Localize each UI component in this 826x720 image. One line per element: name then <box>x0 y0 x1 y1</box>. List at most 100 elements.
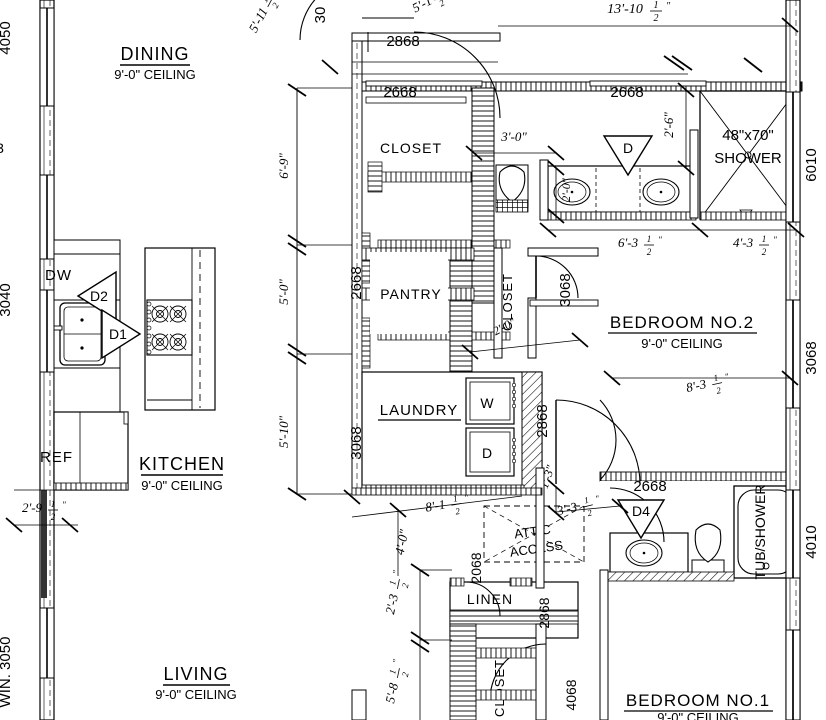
room-label-pantry: PANTRY <box>380 286 442 302</box>
svg-text:2: 2 <box>715 385 722 396</box>
door-tag-30-partial: 30 <box>312 7 329 24</box>
dim-5-0: 5'-0" <box>276 279 291 305</box>
dimension-text-group: 5'-11 1 2 " 5'-1 1 2 " 13'-10 1 2 " 6'-9… <box>22 0 777 704</box>
door-tag-2068-linen: 2068 <box>468 552 484 583</box>
exterior-wall-right <box>785 0 801 720</box>
svg-text:8'-3: 8'-3 <box>685 376 708 395</box>
svg-text:1: 1 <box>387 669 398 675</box>
door-tag-2668-pantry: 2668 <box>348 266 365 299</box>
room-ceiling-living: 9'-0" CEILING <box>155 687 237 702</box>
dim-6-3-half: 6'-3 1 2 " <box>618 234 662 257</box>
svg-text:": " <box>773 235 777 245</box>
wall-hatch-extras <box>351 399 641 720</box>
room-laundry <box>361 371 543 495</box>
dim-3-0-toilet: 3'-0" <box>500 129 527 144</box>
svg-text:1: 1 <box>51 499 56 509</box>
room-ceiling-dining: 9'-0" CEILING <box>114 67 196 82</box>
room-closet-bottom <box>449 623 547 720</box>
hall-bath <box>599 481 800 582</box>
door-tag-2868-laundry: 2868 <box>534 404 551 437</box>
door-tag-2668-right: 2668 <box>610 84 643 101</box>
exterior-wall-left <box>39 0 55 720</box>
window-tag-6010: 6010 <box>803 148 820 181</box>
svg-text:5'-8: 5'-8 <box>382 681 401 704</box>
dim-13-10-half: 13'-10 1 2 " <box>607 0 671 24</box>
svg-text:8'-1: 8'-1 <box>424 496 446 514</box>
svg-text:1: 1 <box>387 580 398 586</box>
door-tag-4068-closet: 4068 <box>563 679 579 710</box>
door-marker-d4-label: D4 <box>632 503 650 519</box>
window-tag-4050: 4050 <box>0 21 14 54</box>
room-closet-mid <box>493 247 599 359</box>
room-label-laundry: LAUNDRY <box>380 402 458 419</box>
window-tag-3040: 3040 <box>0 283 14 316</box>
dim-4-3-half: 4'-3 1 2 " <box>733 234 777 257</box>
window-tag-3068-right: 3068 <box>803 341 820 374</box>
svg-text:1: 1 <box>762 234 767 244</box>
room-label-closet-top: CLOSET <box>380 140 442 156</box>
svg-text:": " <box>658 235 662 245</box>
dim-5-8-half: 5'-8 1 2 " <box>382 658 411 704</box>
shower-label: SHOWER <box>714 150 782 167</box>
dim-5-10: 5'-10" <box>276 415 291 448</box>
svg-text:1: 1 <box>259 0 270 4</box>
svg-text:2: 2 <box>647 247 652 257</box>
dishwasher-label: DW <box>45 267 72 284</box>
shower-size-label: 48"x70" <box>722 127 774 144</box>
dim-4-0: 4'-0" <box>392 527 412 556</box>
svg-text:2'-9: 2'-9 <box>22 500 43 515</box>
svg-text:2: 2 <box>400 582 411 589</box>
dim-2-9-half: 2'-9 1 2 " <box>22 499 66 522</box>
attic-access <box>483 505 585 563</box>
washer-label: W <box>480 395 494 411</box>
svg-text:": " <box>390 569 401 575</box>
dimension-lines <box>5 17 805 720</box>
room-closet-top <box>365 96 467 104</box>
room-label-bedroom-1: BEDROOM NO.1 <box>626 691 770 710</box>
door-tag-2868-linen: 2868 <box>536 597 552 628</box>
door-marker-d1: D1 <box>101 308 142 360</box>
svg-text:": " <box>666 1 671 12</box>
room-ceiling-kitchen: 9'-0" CEILING <box>141 478 223 493</box>
room-ceiling-bedroom-2: 9'-0" CEILING <box>641 336 723 351</box>
door-marker-d2: D2 <box>76 270 117 322</box>
kitchen-island-range <box>144 247 216 411</box>
svg-text:2: 2 <box>270 1 281 10</box>
svg-text:2: 2 <box>586 507 593 518</box>
door-tag-2868-top: 2868 <box>386 33 419 50</box>
door-swings-top <box>299 0 501 119</box>
room-label-kitchen: KITCHEN <box>139 454 225 474</box>
refrigerator-label: REF <box>40 449 73 466</box>
svg-text:2'-3: 2'-3 <box>382 592 401 615</box>
room-label-dining: DINING <box>121 44 190 64</box>
svg-text:2: 2 <box>762 247 767 257</box>
room-label-closet-bottom: CLOSET <box>492 659 507 717</box>
door-tag-3068-closet: 3068 <box>557 273 574 306</box>
svg-text:1: 1 <box>713 372 719 383</box>
svg-text:": " <box>390 658 401 664</box>
door-marker-d2-label: D2 <box>90 288 108 304</box>
svg-text:4'-3: 4'-3 <box>733 235 754 250</box>
room-pantry <box>370 252 448 334</box>
room-label-closet-mid: CLOSET <box>500 273 515 331</box>
dim-8-3-half: 8'-3 1 2 " <box>685 371 730 396</box>
door-tag-2668-bed2: 2668 <box>633 478 666 495</box>
svg-text:2: 2 <box>400 671 411 678</box>
svg-text:": " <box>463 492 469 503</box>
room-label-linen: LINEN <box>467 591 513 607</box>
dim-3-3-half: 3'-3 1 2 " <box>554 493 600 518</box>
room-label-living: LIVING <box>163 664 228 684</box>
svg-text:2: 2 <box>51 512 56 522</box>
door-marker-d1-label: D1 <box>109 326 127 342</box>
window-tag-3050: WIN. 3050 <box>0 637 14 708</box>
door-tag-2668-left: 2668 <box>383 84 416 101</box>
dim-2-0-vanity: 2'-0" <box>559 177 573 202</box>
svg-text:1: 1 <box>583 495 590 506</box>
room-label-bedroom-2: BEDROOM NO.2 <box>610 313 754 332</box>
dim-2-6: 2'-6" <box>661 112 676 138</box>
svg-text:1: 1 <box>647 234 652 244</box>
dim-6-9: 6'-9" <box>276 153 291 179</box>
svg-text:": " <box>62 500 66 510</box>
window-tag-4010: 4010 <box>803 525 820 558</box>
